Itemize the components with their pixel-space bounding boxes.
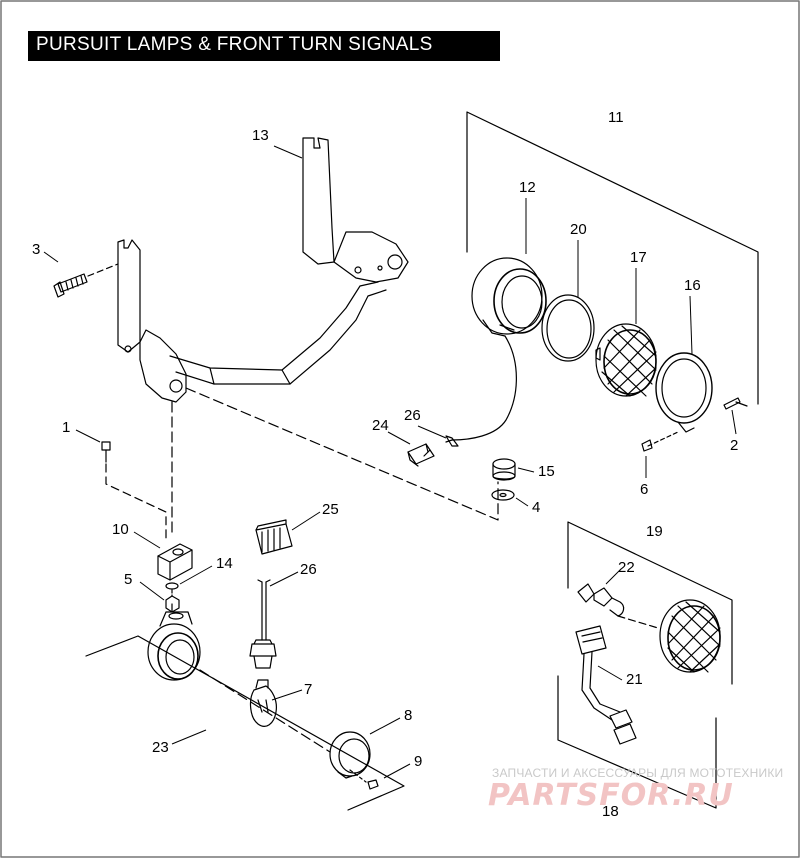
assembly-line-d xyxy=(199,669,331,753)
callout-12: 12 xyxy=(519,179,536,196)
mount-10 xyxy=(157,543,193,581)
callout-24: 24 xyxy=(372,417,389,434)
callout-8: 8 xyxy=(404,707,413,724)
signal-housing-23 xyxy=(147,611,201,681)
bulb-7 xyxy=(249,679,277,727)
callout-16: 16 xyxy=(684,277,701,294)
lamp-lens-17 xyxy=(595,323,657,397)
callout-11: 11 xyxy=(608,109,624,126)
connector-25 xyxy=(255,519,293,555)
bulb-22 xyxy=(577,583,659,629)
callout-18: 18 xyxy=(602,803,619,820)
watermark-caption: ЗАПЧАСТИ И АКСЕССУАРЫ ДЛЯ МОТОТЕХНИКИ xyxy=(492,766,784,780)
screw-1 xyxy=(101,441,167,541)
callout-1: 1 xyxy=(62,419,71,436)
lens-8 xyxy=(329,731,371,779)
bracket-19 xyxy=(567,521,733,685)
washer-14 xyxy=(165,582,179,590)
screw-9 xyxy=(349,769,379,790)
connector-24 xyxy=(407,443,435,467)
nut-5 xyxy=(165,595,180,613)
screw-2 xyxy=(723,397,741,410)
callout-21: 21 xyxy=(626,671,643,688)
harness-21 xyxy=(575,625,637,745)
callout-10: 10 xyxy=(112,521,129,538)
ring-20 xyxy=(541,294,595,362)
callout-22: 22 xyxy=(618,559,635,576)
grommet-15 xyxy=(492,458,516,481)
wire-26-upper xyxy=(445,435,459,447)
callout-13: 13 xyxy=(252,127,269,144)
assembly-line-a xyxy=(185,387,499,521)
callout-4: 4 xyxy=(532,499,541,516)
callout-14: 14 xyxy=(216,555,233,572)
sealed-beam-19 xyxy=(659,599,721,673)
lamp-housing-12 xyxy=(445,257,547,443)
bracket-11 xyxy=(466,111,759,405)
socket-26 xyxy=(249,579,277,669)
callout-25: 25 xyxy=(322,501,339,518)
callout-26-lower: 26 xyxy=(300,561,317,578)
callout-5: 5 xyxy=(124,571,133,588)
callout-2: 2 xyxy=(730,437,739,454)
callout-7: 7 xyxy=(304,681,313,698)
title-bar xyxy=(28,31,500,61)
callout-26-upper: 26 xyxy=(404,407,421,424)
watermark-logo: PARTSFOR.RU xyxy=(488,778,734,813)
callout-17: 17 xyxy=(630,249,647,266)
callout-6: 6 xyxy=(640,481,649,498)
callout-23: 23 xyxy=(152,739,169,756)
callout-20: 20 xyxy=(570,221,587,238)
screw-6 xyxy=(641,431,679,452)
bracket-18 xyxy=(557,675,717,809)
mounting-bracket xyxy=(117,137,409,403)
callout-3: 3 xyxy=(32,241,41,258)
callout-15: 15 xyxy=(538,463,555,480)
washer-4 xyxy=(491,489,515,501)
trim-ring-16 xyxy=(655,352,713,433)
page-title: PURSUIT LAMPS & FRONT TURN SIGNALS xyxy=(36,34,433,55)
bracket-23 xyxy=(85,635,405,811)
callout-9: 9 xyxy=(414,753,423,770)
bolt-3 xyxy=(53,263,119,298)
callout-19: 19 xyxy=(646,523,663,540)
